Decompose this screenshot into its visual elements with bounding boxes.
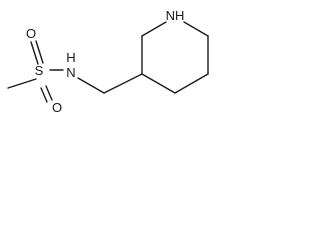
atom-ring-nitrogen: NH	[166, 8, 185, 23]
bond-s-o-bottom-a	[40, 87, 48, 103]
bond-ring-n1-c6	[183, 21, 209, 37]
bond-s-o-top-a	[30, 41, 39, 65]
atom-amide-nitrogen: N	[66, 65, 75, 80]
atom-oxygen-bottom: O	[52, 100, 62, 115]
atom-amide-hydrogen: H	[66, 50, 75, 65]
structure-diagram: S O O H N NH	[7, 8, 209, 115]
bond-s-o-top-b	[35, 40, 44, 64]
bond-ch2-ring	[103, 73, 143, 94]
bond-ring-c2-n1	[141, 21, 167, 37]
atom-sulfur: S	[35, 63, 44, 78]
bond-ring-c4-c3	[141, 73, 176, 94]
bond-methyl-s	[7, 78, 37, 89]
bond-ring-c5-c4	[174, 73, 209, 94]
bond-n-ch2	[77, 77, 105, 94]
atom-oxygen-top: O	[26, 26, 36, 41]
bond-s-o-bottom-b	[45, 85, 53, 101]
